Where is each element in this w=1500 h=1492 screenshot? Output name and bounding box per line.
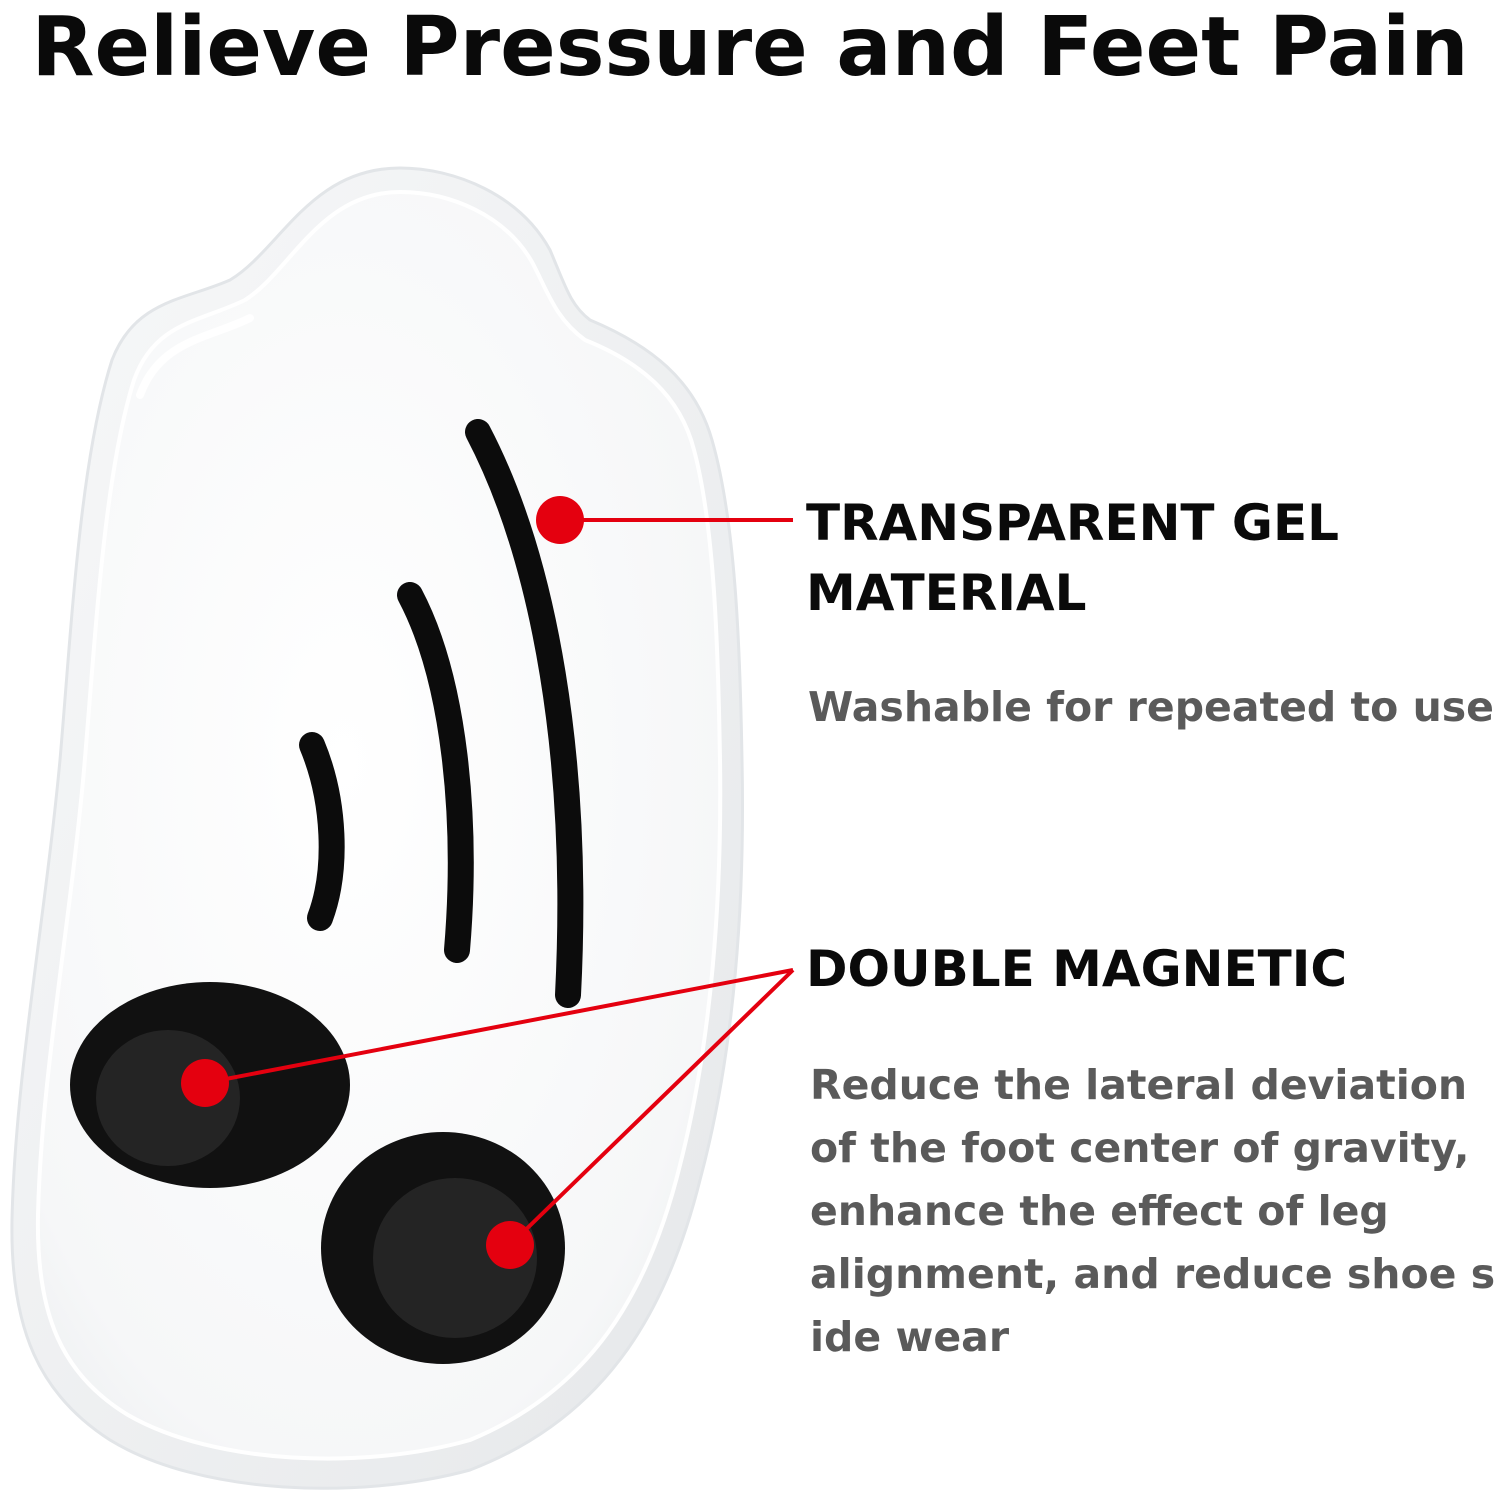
page-title: Relieve Pressure and Feet Pain (31, 0, 1469, 95)
red-dot-icon (181, 1059, 229, 1107)
insole-arc-ribs (299, 419, 584, 1008)
arc-rib-long (465, 419, 584, 1008)
arc-rib-medium (397, 582, 474, 963)
magnet-disc-icon (321, 1132, 565, 1364)
magnetic-description-line: Reduce the lateral deviation (810, 1061, 1468, 1109)
callout-line-magnet-1 (204, 968, 794, 1085)
callout-lines (204, 518, 795, 1247)
gel-material-description: Washable for repeated to use (808, 683, 1494, 731)
red-dot-icon (536, 496, 584, 544)
gel-material-heading: TRANSPARENT GEL MATERIAL (806, 488, 1426, 628)
magnetic-description-line: ide wear (810, 1313, 1010, 1361)
arc-rib-short (299, 732, 345, 931)
magnetic-description-line: enhance the effect of leg (810, 1187, 1389, 1235)
gel-heading-line: MATERIAL (806, 564, 1087, 622)
insole-gloss-highlight (136, 314, 254, 399)
magnetic-description-line: alignment, and reduce shoe s (810, 1250, 1496, 1298)
red-dot-icon (486, 1221, 534, 1269)
double-magnetic-heading: DOUBLE MAGNETIC (806, 940, 1348, 998)
double-magnetic-description: Reduce the lateral deviation of the foot… (810, 1054, 1500, 1369)
callout-line-magnet-2 (508, 968, 795, 1247)
magnetic-description-line: of the foot center of gravity, (810, 1124, 1470, 1172)
gel-heading-line: TRANSPARENT GEL (806, 494, 1339, 552)
